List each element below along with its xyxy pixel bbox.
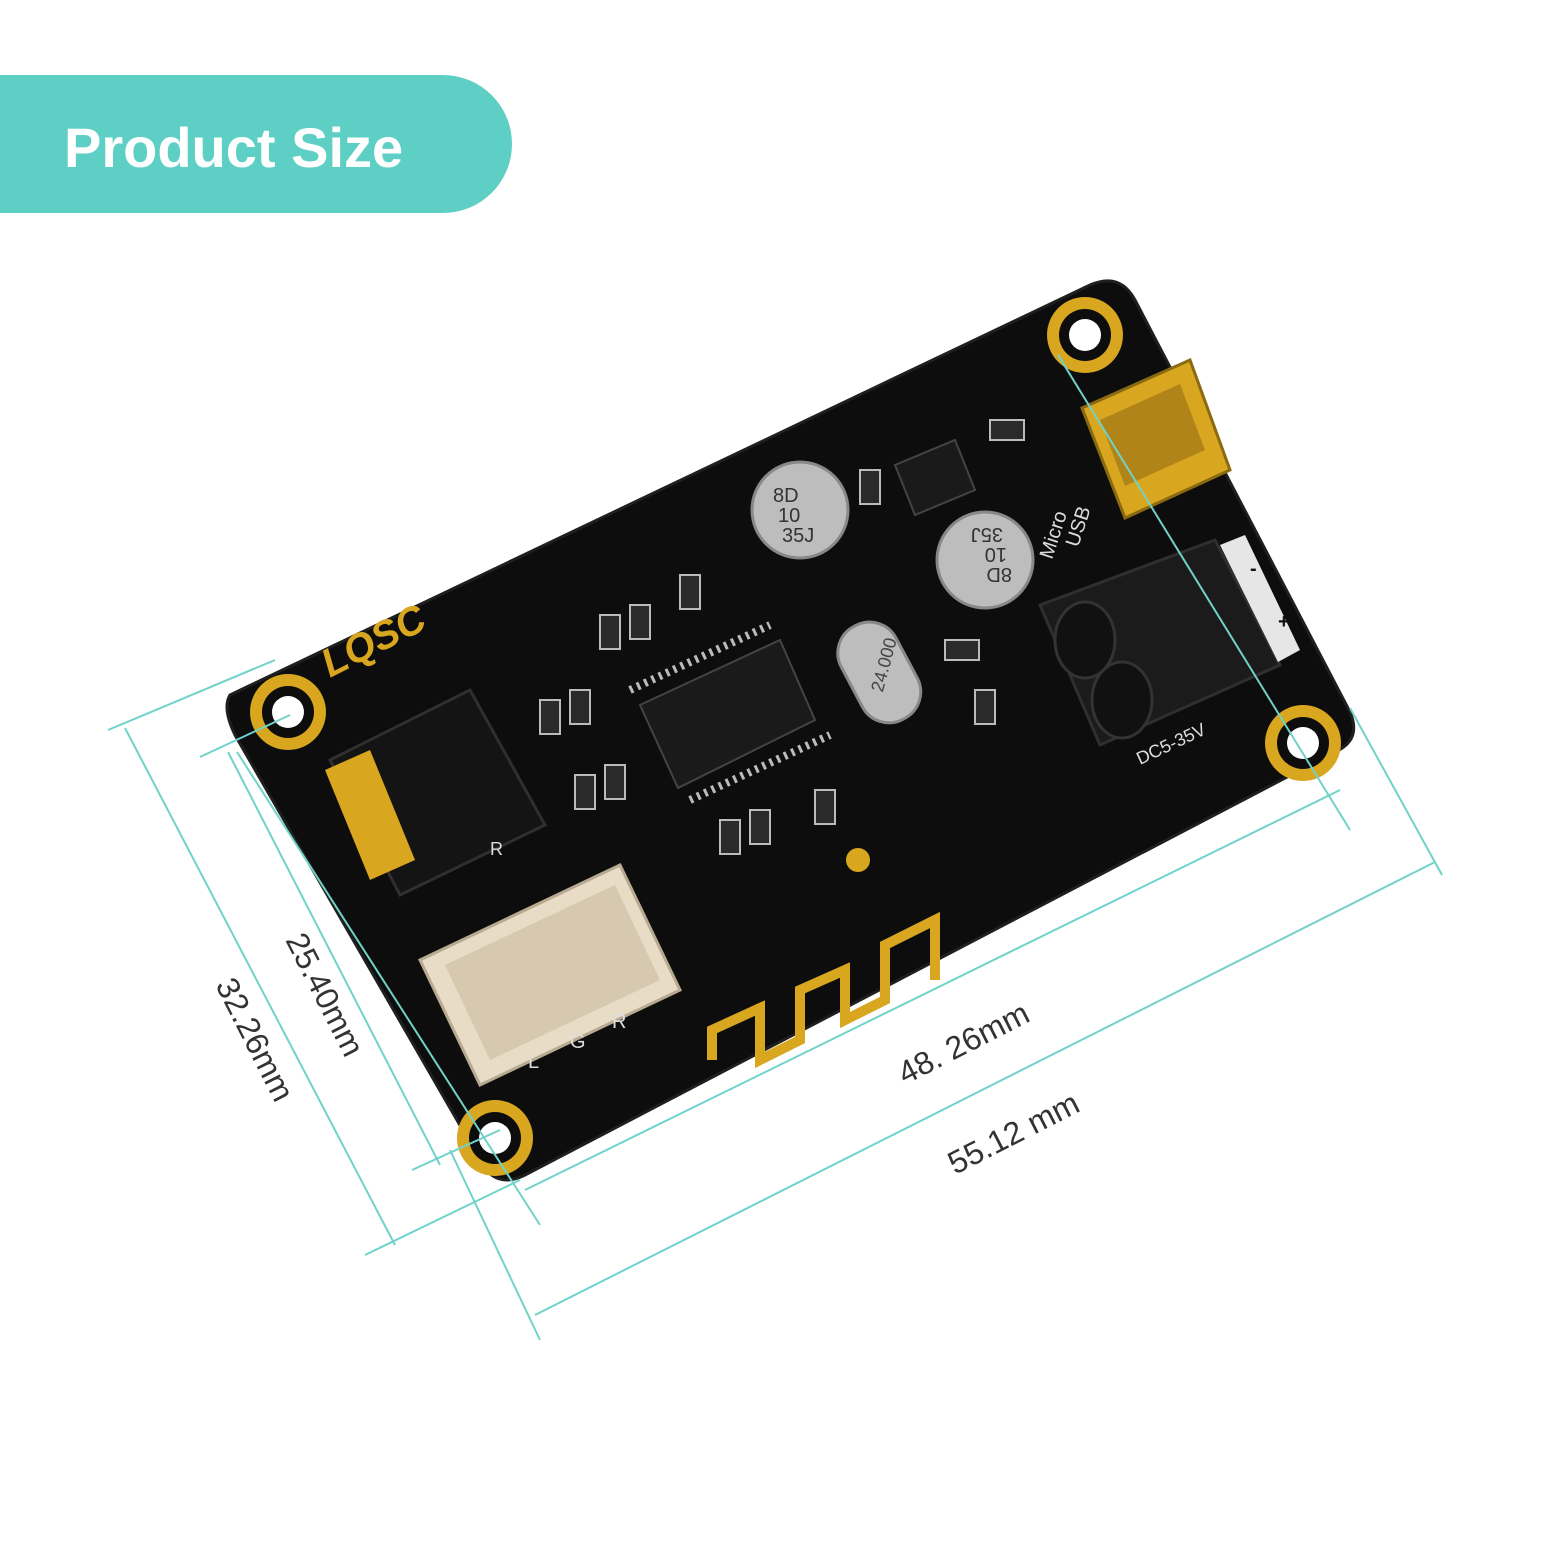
cap2-line3: 35J [971, 523, 1003, 545]
pin-l-label: L [528, 1051, 539, 1073]
dimension-lines [107, 354, 1443, 1341]
inner-width-ext-right [1057, 354, 1351, 831]
outer-height-ext-bottom [364, 1179, 521, 1256]
outer-height-line [124, 727, 396, 1246]
banner-title: Product Size [64, 116, 404, 179]
product-size-banner: Product Size [0, 75, 512, 213]
cap1-line2: 10 [778, 505, 800, 527]
mounting-hole-top-left [250, 674, 326, 750]
cap1-line3: 35J [782, 525, 814, 547]
inner-width-label: 48. 26mm [892, 995, 1035, 1092]
mounting-hole-bottom-right [1265, 705, 1341, 781]
cap1-line1: 8D [773, 485, 799, 507]
inner-width-ext-left [236, 751, 541, 1226]
outer-width-ext-left [449, 1149, 541, 1341]
pin-r-label: R [612, 1011, 626, 1033]
crystal-oscillator: 24.000 [836, 620, 923, 725]
antenna-connector [846, 848, 870, 872]
cap2-line2: 10 [985, 543, 1007, 565]
audio-jack: R [325, 688, 548, 897]
inner-height-ext-bottom [411, 1129, 501, 1171]
smd-components [539, 419, 1025, 855]
jst-connector: L G R [417, 863, 683, 1087]
mounting-hole-bottom-left [457, 1100, 533, 1176]
outer-width-line [534, 861, 1436, 1316]
pcb-board: LQSC Micro USB - + DC5-35V 8D 10 35J [225, 279, 1356, 1182]
micro-usb-port: Micro USB [1036, 357, 1232, 562]
inner-width-line [524, 789, 1341, 1191]
terminal-minus: - [1250, 558, 1257, 580]
pin-g-label: G [570, 1031, 586, 1053]
cap2-line1: 8D [986, 563, 1012, 585]
capacitor-left: 8D 10 35J [750, 460, 850, 560]
mounting-hole-top-right [1047, 297, 1123, 373]
pcb-antenna [707, 848, 940, 1069]
jack-r-label: R [490, 839, 503, 859]
inner-height-line [227, 751, 441, 1166]
power-terminal: - + DC5-35V [1038, 535, 1300, 769]
outer-width-ext-right [1349, 707, 1443, 876]
capacitor-right: 8D 10 35J [935, 510, 1035, 610]
main-chip [628, 621, 832, 804]
voltage-regulator [893, 438, 977, 517]
terminal-plus: + [1278, 611, 1290, 633]
inner-height-ext-top [199, 714, 291, 758]
outer-height-ext-top [107, 659, 276, 731]
